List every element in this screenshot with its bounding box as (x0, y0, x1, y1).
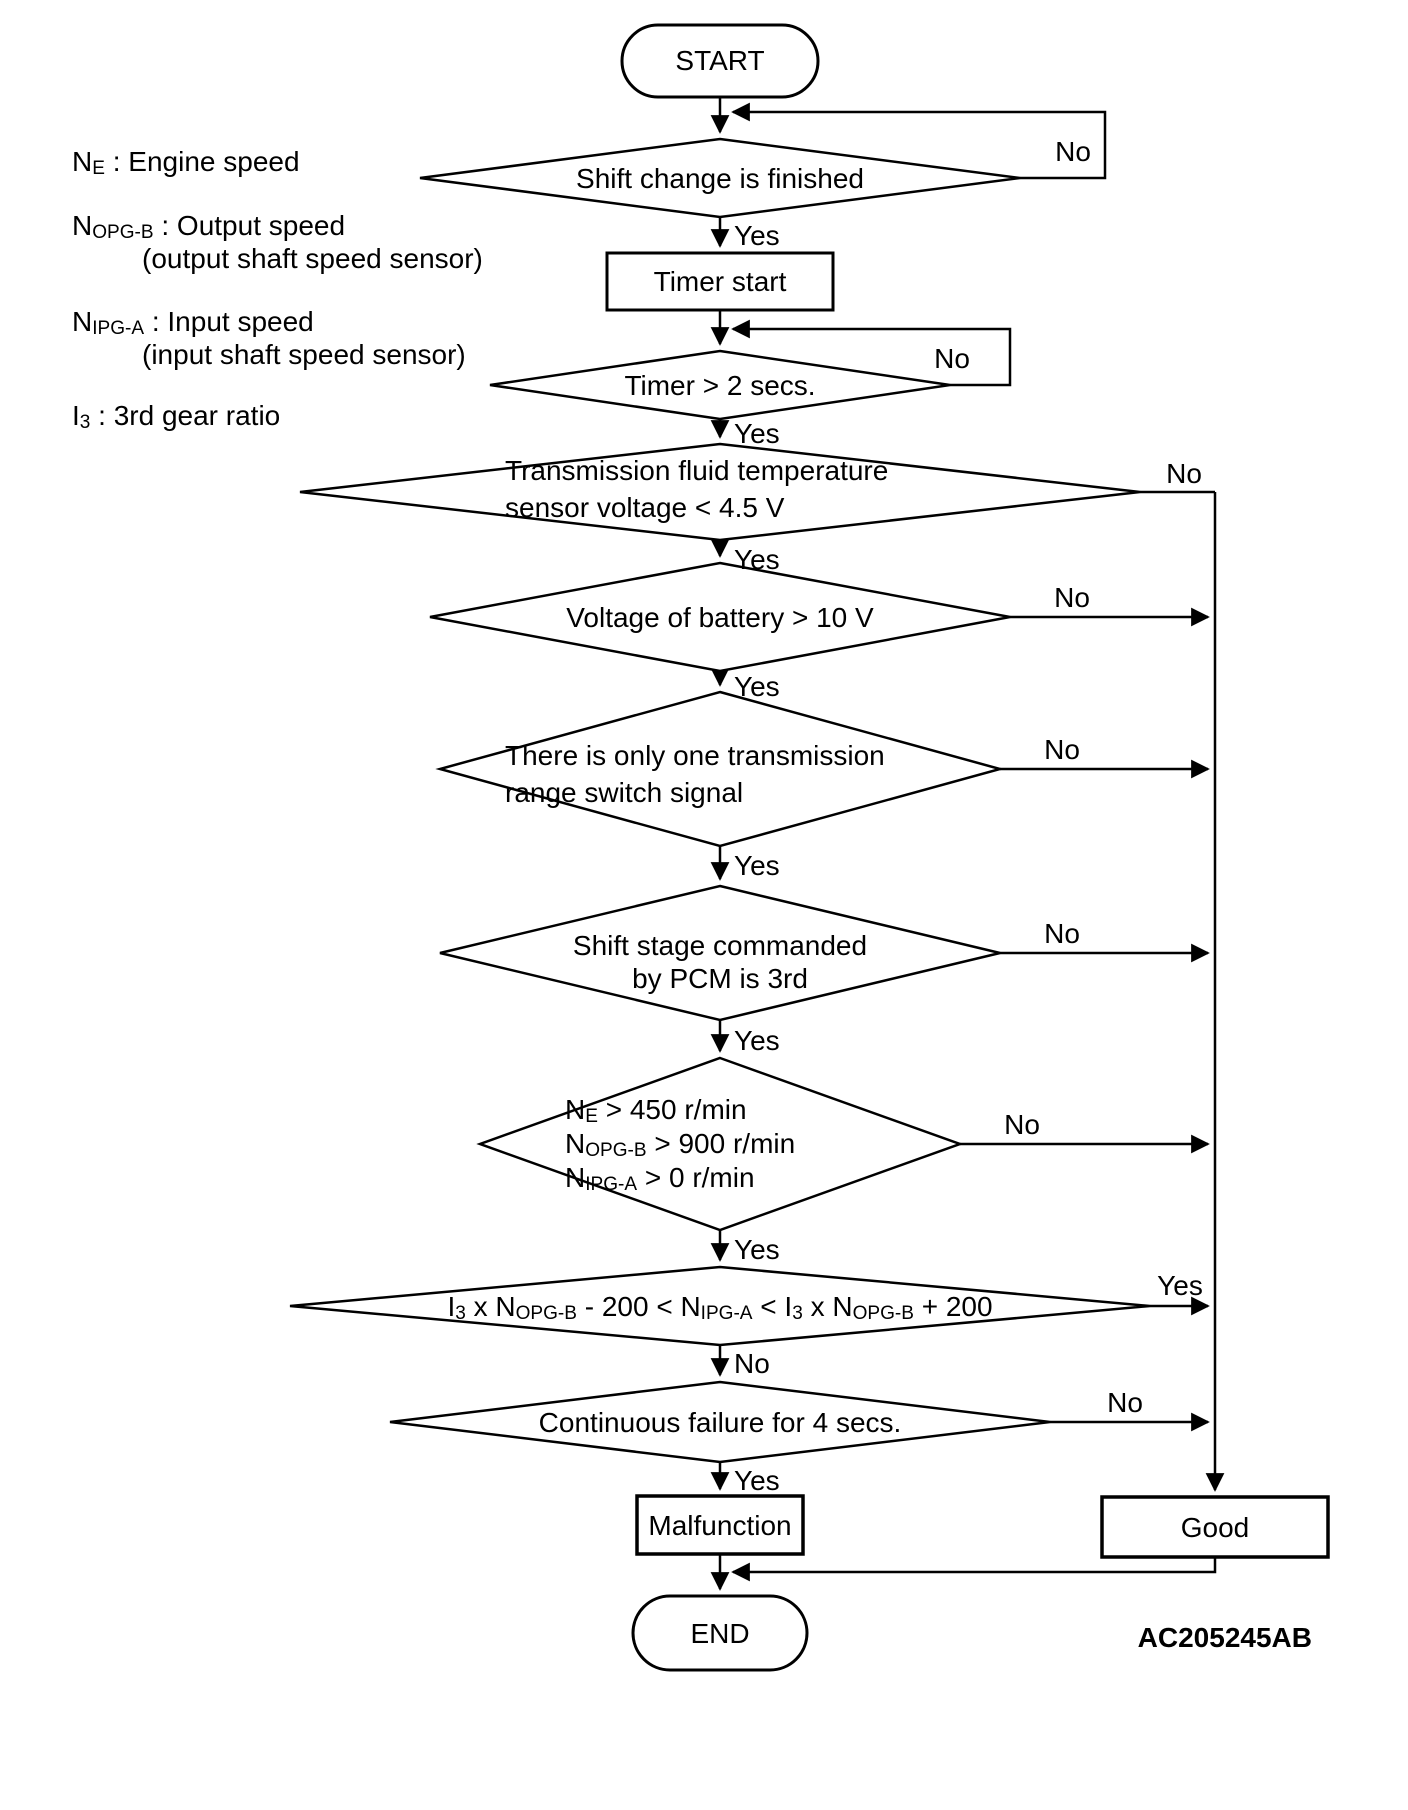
shift-change-no-label: No (1055, 135, 1091, 167)
subscript-text: OPG-B (515, 1302, 577, 1324)
continuous-yes-label: Yes (734, 1464, 780, 1496)
figure-code-label: AC205245AB (1137, 1621, 1312, 1653)
decision-speeds-line3: NIPG-A > 0 r/min (565, 1161, 755, 1195)
decision-range-switch-shape (435, 690, 1005, 848)
decision-shift-stage-shape (439, 884, 1001, 1022)
text-segment: I (447, 1290, 456, 1322)
edge-shift-change-no-loop (731, 102, 1107, 180)
subscript-text: OPG-B (92, 221, 154, 243)
decision-shift-change-shape (419, 137, 1021, 219)
text-segment: > 0 r/min (637, 1161, 755, 1193)
decision-timer-shape (489, 349, 951, 421)
legend-output-speed-note: (output shaft speed sensor) (142, 242, 483, 274)
decision-continuous-label: Continuous failure for 4 secs. (538, 1406, 902, 1438)
decision-formula-label: I3 x NOPG-B - 200 < NIPG-A < I3 x NOPG-B… (447, 1290, 993, 1324)
decision-fluid-temp-line1: Transmission fluid temperature (505, 454, 889, 486)
start-node-label: START (675, 44, 765, 76)
good-box-label: Good (1180, 1511, 1250, 1543)
legend-output-speed: NOPG-B : Output speed (72, 209, 346, 243)
decision-fluid-temp-line2: sensor voltage < 4.5 V (505, 491, 785, 523)
text-segment: > 450 r/min (597, 1093, 747, 1125)
text-segment: I (72, 399, 80, 431)
text-segment: < I (752, 1290, 793, 1322)
continuous-no-label: No (1107, 1386, 1143, 1418)
subscript-text: OPG-B (852, 1302, 914, 1324)
subscript-text: 3 (792, 1302, 803, 1324)
subscript-text: IPG-A (92, 317, 145, 339)
end-node-shape (631, 1594, 809, 1672)
text-segment: N (565, 1127, 586, 1159)
decision-range-switch-line1: There is only one transmission (505, 739, 885, 771)
text-segment: N (565, 1161, 586, 1193)
text-segment: x N (465, 1290, 516, 1322)
shift-change-yes-label: Yes (734, 219, 780, 251)
text-segment: : 3rd gear ratio (90, 399, 281, 431)
formula-no-label: No (734, 1347, 770, 1379)
malfunction-box-label: Malfunction (648, 1509, 792, 1541)
text-segment: N (72, 305, 93, 337)
decision-timer-label: Timer > 2 secs. (624, 369, 816, 401)
legend-input-speed-note: (input shaft speed sensor) (142, 338, 466, 370)
decision-shift-stage-line2: by PCM is 3rd (632, 962, 808, 994)
text-segment: x N (802, 1290, 853, 1322)
decision-continuous-shape (389, 1380, 1051, 1464)
timer-start-box-label: Timer start (653, 265, 787, 297)
text-segment: - 200 < N (576, 1290, 701, 1322)
decision-battery-shape (429, 561, 1011, 673)
subscript-text: 3 (455, 1302, 466, 1324)
subscript-text: 3 (79, 411, 91, 433)
text-segment: N (72, 145, 93, 177)
subscript-text: IPG-A (700, 1302, 753, 1324)
fluid-temp-no-label: No (1166, 457, 1202, 489)
shift-stage-no-label: No (1044, 917, 1080, 949)
start-node-shape (620, 23, 820, 99)
timer-no-label: No (934, 342, 970, 374)
text-segment: : Output speed (153, 209, 346, 241)
subscript-text: OPG-B (585, 1139, 647, 1161)
range-switch-yes-label: Yes (734, 849, 780, 881)
text-segment: : Engine speed (104, 145, 300, 177)
decision-battery-label: Voltage of battery > 10 V (566, 601, 874, 633)
speeds-no-label: No (1004, 1108, 1040, 1140)
legend-input-speed: NIPG-A : Input speed (72, 305, 314, 339)
malfunction-box-shape (635, 1494, 805, 1556)
legend-engine-speed: NE : Engine speed (72, 145, 300, 179)
decision-speeds-line2: NOPG-B > 900 r/min (565, 1127, 796, 1161)
text-segment: N (72, 209, 93, 241)
decision-shift-stage-line1: Shift stage commanded (572, 929, 868, 961)
timer-yes-label: Yes (734, 417, 780, 449)
battery-yes-label: Yes (734, 670, 780, 702)
decision-range-switch-line2: range switch signal (505, 776, 744, 808)
subscript-text: E (585, 1105, 598, 1127)
shift-stage-yes-label: Yes (734, 1024, 780, 1056)
end-node-label: END (690, 1617, 750, 1649)
legend-gear-ratio: I3 : 3rd gear ratio (72, 399, 281, 433)
text-segment: > 900 r/min (646, 1127, 796, 1159)
decision-fluid-temp-shape (299, 442, 1141, 542)
decision-speeds-line1: NE > 450 r/min (565, 1093, 747, 1127)
decision-formula-shape (289, 1265, 1151, 1347)
text-segment: : Input speed (144, 305, 314, 337)
range-switch-no-label: No (1044, 733, 1080, 765)
good-box-shape (1100, 1495, 1330, 1559)
decision-speeds-shape (476, 1056, 964, 1232)
fluid-temp-yes-label: Yes (734, 543, 780, 575)
battery-no-label: No (1054, 581, 1090, 613)
text-segment: + 200 (913, 1290, 993, 1322)
subscript-text: E (92, 157, 105, 179)
edge-timer-no-loop (731, 319, 1012, 387)
timer-start-box-shape (605, 251, 835, 312)
text-segment: N (565, 1093, 586, 1125)
decision-shift-change-label: Shift change is finished (576, 162, 864, 194)
speeds-yes-label: Yes (734, 1233, 780, 1265)
formula-yes-label: Yes (1157, 1269, 1203, 1301)
subscript-text: IPG-A (585, 1173, 638, 1195)
edge-good-to-end (731, 1557, 1217, 1582)
